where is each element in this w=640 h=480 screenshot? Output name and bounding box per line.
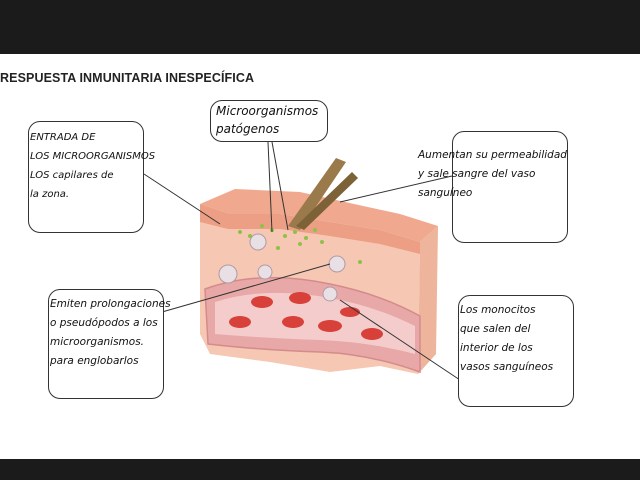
red-blood-cell [229,316,251,328]
label-box-monocytes [458,295,574,407]
red-blood-cell [251,296,273,308]
label-box-entry [28,121,144,233]
label-box-permeability [452,131,568,243]
monocyte-cell [322,286,338,302]
page-title: RESPUESTA INMUNITARIA INESPECÍFICA [0,71,255,85]
red-blood-cell [361,328,383,340]
blood-vessel-lumen [215,292,415,354]
red-blood-cell [340,307,360,317]
label-monocytes: Los monocitos que salen del interior de … [460,304,554,373]
bottom-black-bar [0,459,640,480]
label-box-pseudopods [48,289,164,399]
pointer-lines [143,141,461,381]
slide-page: RESPUESTA INMUNITARIA INESPECÍFICA [0,54,640,459]
monocyte-cell [218,264,238,284]
label-permeability: Aumentan su permeabilidad y sale sangre … [418,149,567,199]
label-pseudopods: Emiten prolongaciones o pseudópodos a lo… [50,298,171,367]
red-blood-cell [289,292,311,304]
epidermis-band [200,204,420,254]
monocyte-cell [257,264,273,280]
monocyte-cell [328,255,346,273]
label-box-microorganisms [210,100,328,142]
label-microorganisms: Microorganismos patógenos [216,104,319,136]
top-black-bar [0,0,640,54]
skin-cross-section-illustration [143,141,461,381]
label-entry: ENTRADA DE LOS MICROORGANISMOS LOS capil… [30,132,156,200]
red-blood-cell [318,320,342,332]
splinter-shadow [296,172,358,230]
red-blood-cell [282,316,304,328]
macrophage-cell [249,233,267,251]
splinter [288,158,346,230]
skin-side-face [418,226,438,374]
